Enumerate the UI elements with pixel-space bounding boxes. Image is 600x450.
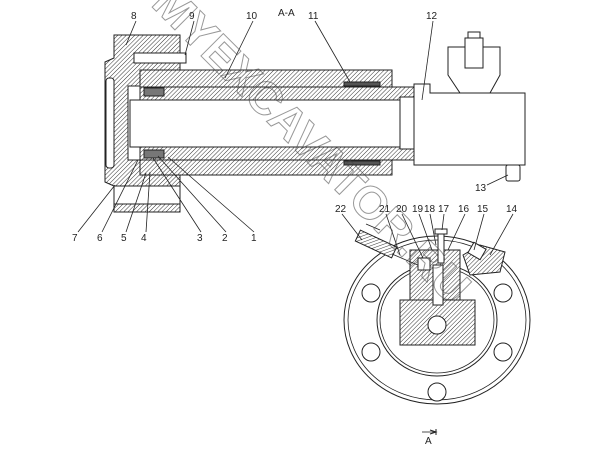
pin-13 [505, 164, 521, 182]
callout-13: 13 [475, 183, 487, 194]
bolt-9 [133, 52, 187, 64]
flange-foot [113, 185, 181, 205]
section-arrow-head [429, 429, 438, 435]
plug-20 [417, 257, 431, 271]
seal-pack-top [143, 87, 165, 97]
bushing-11-bottom [343, 160, 381, 166]
callout-6: 6 [97, 233, 103, 244]
callout-22: 22 [335, 204, 347, 215]
leader-lines [77, 20, 514, 435]
callout-9: 9 [189, 11, 195, 22]
callout-4: 4 [141, 233, 147, 244]
piston-end [399, 96, 415, 150]
fitting-line [391, 253, 421, 267]
seal-pack-bottom [143, 149, 165, 159]
callout-20: 20 [396, 204, 408, 215]
fitting-22 [354, 229, 398, 259]
callout-7: 7 [72, 233, 78, 244]
bracket [447, 46, 501, 94]
head-12 [413, 83, 526, 166]
screw-17-head [434, 228, 448, 235]
callout-2: 2 [222, 233, 228, 244]
callout-10: 10 [246, 11, 258, 22]
callout-14: 14 [506, 204, 518, 215]
callout-21: 21 [379, 204, 391, 215]
callout-19: 19 [412, 204, 424, 215]
bolt-hole [427, 382, 447, 402]
callout-15: 15 [477, 204, 489, 215]
flange-slot [105, 77, 115, 169]
bushing-11-top [343, 81, 381, 87]
bolt-hole [493, 342, 513, 362]
callout-17: 17 [438, 204, 450, 215]
grease-fitting [464, 37, 484, 69]
callout-12: 12 [426, 11, 438, 22]
bolt-15 [467, 241, 487, 261]
section-label: A-A [278, 8, 295, 19]
valve-bore [432, 264, 444, 306]
bolt-hole [493, 283, 513, 303]
cylinder-section [104, 31, 526, 213]
bolt-hole [361, 283, 381, 303]
callout-11: 11 [308, 11, 319, 22]
inner-rod-bottom [139, 146, 416, 161]
check-ball [427, 315, 447, 335]
callout-labels: A-A A 8 9 10 11 12 13 7 6 5 4 3 2 1 22 2… [72, 8, 518, 447]
callout-16: 16 [458, 204, 470, 215]
callout-5: 5 [121, 233, 127, 244]
bore [129, 99, 416, 148]
section-arrow-top [365, 223, 381, 231]
view-arrow-label: A [425, 436, 432, 447]
callout-18: 18 [424, 204, 436, 215]
callout-8: 8 [131, 11, 137, 22]
grease-fitting-cap [467, 31, 481, 39]
bolt-hole [361, 342, 381, 362]
callout-1: 1 [251, 233, 257, 244]
flange-view [343, 228, 531, 405]
callout-3: 3 [197, 233, 203, 244]
outer-tube-bottom [139, 159, 393, 176]
